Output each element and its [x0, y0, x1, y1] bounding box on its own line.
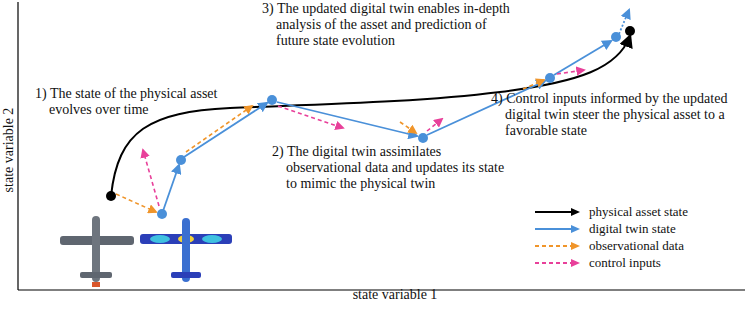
legend-swatch	[533, 223, 581, 235]
legend-row: control inputs	[533, 255, 661, 271]
state-dots	[106, 26, 635, 219]
legend-swatch	[533, 206, 581, 218]
step-note: 1) The state of the physical asset evolv…	[35, 86, 249, 118]
physical-plane	[60, 216, 134, 287]
legend-text: physical asset state	[589, 204, 688, 220]
legend-swatch	[533, 240, 581, 252]
legend-row: physical asset state	[533, 204, 688, 220]
legend-text: control inputs	[589, 255, 661, 271]
axes	[18, 2, 745, 290]
step-note: 4) Control inputs informed by the update…	[491, 91, 740, 139]
step-note: 3) The updated digital twin enables in-d…	[262, 1, 516, 49]
legend-text: digital twin state	[589, 221, 676, 237]
legend-text: observational data	[589, 238, 684, 254]
step-note: 2) The digital twin assimilates observat…	[272, 144, 518, 192]
legend-row: observational data	[533, 238, 684, 254]
digital-plane	[140, 218, 232, 282]
axis-title: state variable 2	[1, 108, 17, 193]
legend-row: digital twin state	[533, 221, 676, 237]
legend-swatch	[533, 257, 581, 269]
axis-title: state variable 1	[353, 287, 438, 303]
